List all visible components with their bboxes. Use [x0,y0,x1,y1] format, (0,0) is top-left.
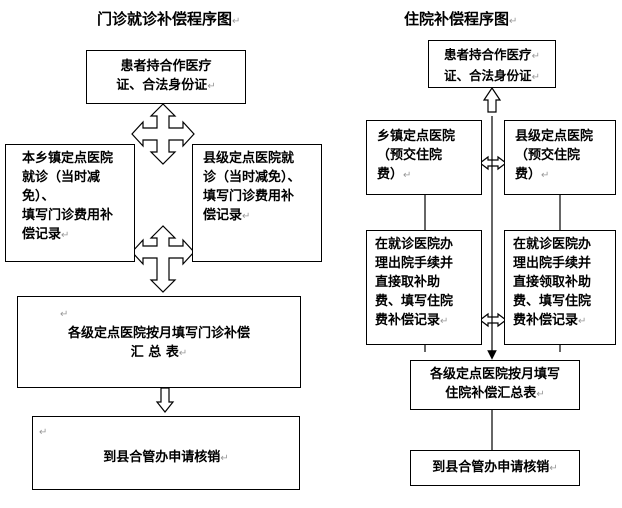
inpatient-patient-box: 患者持合作医疗↵ 证、合法身份证↵ [428,40,556,88]
inpatient-summary-box: 各级定点医院按月填写 住院补偿汇总表↵ [410,360,580,410]
outpatient-township-hospital-box: 本乡镇定点医院 就诊（当时减免）、 填写门诊费用补 偿记录↵ [5,144,135,262]
inpatient-county-hospital-box: 县级定点医院 （预交住院 费）↵ [504,120,616,195]
outpatient-title: 门诊就诊补偿程序图↵ [97,10,241,28]
right-up-arrow [482,86,502,113]
inpatient-title: 住院补偿程序图↵ [404,10,518,28]
left-mid-cross-arrow [131,225,195,293]
left-top-cross-arrow [131,103,195,165]
inpatient-apply-box: 到县合管办申请核销↵ [410,450,580,486]
outpatient-county-hospital-box: 县级定点医院就 诊（当时减免）、 填写门诊费用补 偿记录↵ [192,144,322,262]
outpatient-summary-box: ↵ 各级定点医院按月填写门诊补偿 汇 总 表↵ [17,296,301,388]
inpatient-township-hospital-box: 乡镇定点医院 （预交住院 费）↵ [366,120,482,195]
inpatient-county-discharge-box: 在就诊医院办 理出院手续并 直接领取补助 费、填写住院 费补偿记录↵ [504,230,616,345]
outpatient-patient-box: 患者持合作医疗 证、合法身份证↵ [86,50,246,104]
inpatient-township-discharge-box: 在就诊医院办 理出院手续并 直接取补助 费、填写住院 费补偿记录↵ [366,230,482,345]
outpatient-apply-box: ↵ 到县合管办申请核销↵ [32,416,300,490]
right-top-double-arrow [479,155,507,171]
right-mid-double-arrow [479,312,507,328]
left-down-arrow [155,387,175,413]
